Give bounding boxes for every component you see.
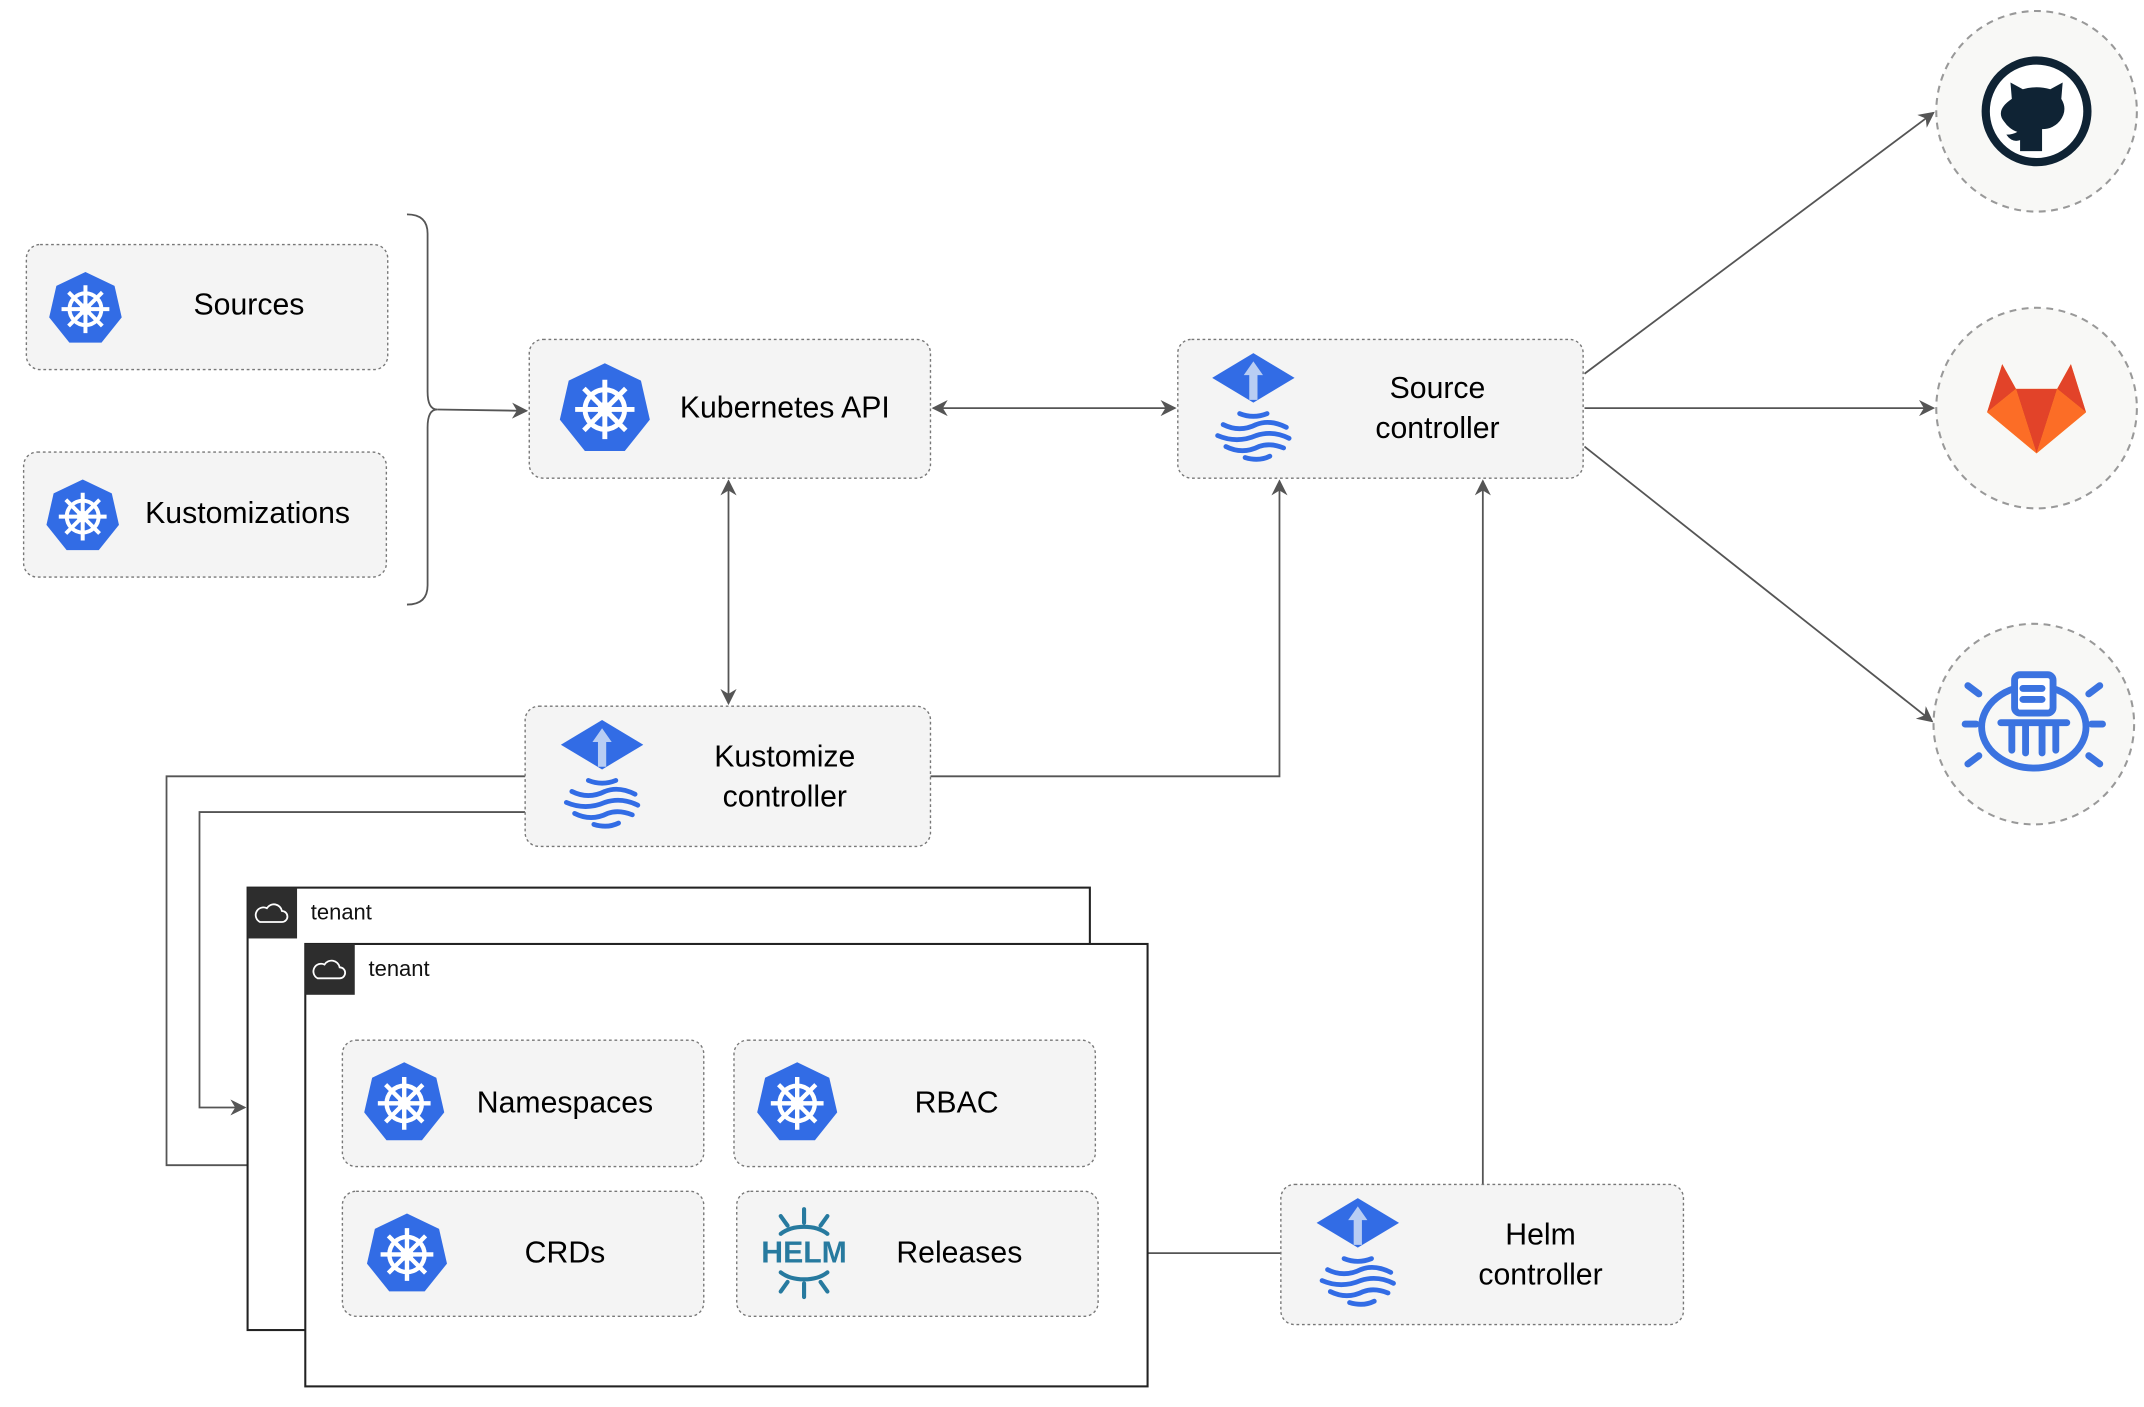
node-label-line2: controller — [1478, 1258, 1602, 1291]
node-kubernetes-api[interactable]: Kubernetes API — [528, 338, 932, 479]
helm-icon: HELM — [761, 1207, 847, 1300]
edge-kustomize-tenant-front — [165, 775, 526, 1174]
node-source-controller[interactable]: Source controller — [1177, 338, 1584, 479]
node-kustomize-controller[interactable]: Kustomize controller — [524, 705, 932, 848]
edge-kustomize-source — [930, 479, 1288, 778]
node-label: CRDs — [525, 1236, 606, 1269]
node-label-line1: Helm — [1505, 1219, 1576, 1252]
node-rbac[interactable]: RBAC — [733, 1039, 1097, 1168]
edge-source-helmrepo — [1583, 445, 1934, 723]
edge-resources-to-api — [437, 402, 529, 419]
grouping-brace — [406, 213, 438, 606]
github-source[interactable] — [1935, 9, 2138, 213]
node-namespaces[interactable]: Namespaces — [341, 1039, 705, 1168]
helm-repository-icon — [1961, 671, 2106, 772]
node-label-line1: Kustomize — [714, 740, 855, 773]
helm-logo-text: HELM — [761, 1236, 847, 1269]
cloud-icon — [254, 903, 289, 923]
github-icon — [1981, 56, 2092, 167]
node-label-line2: controller — [723, 780, 847, 813]
node-releases[interactable]: HELM Releases — [736, 1190, 1099, 1318]
node-label: Releases — [896, 1236, 1022, 1269]
node-label-line2: controller — [1375, 412, 1499, 445]
node-sources[interactable]: Sources — [25, 243, 389, 371]
tenant-label: tenant — [369, 956, 430, 981]
node-label: Namespaces — [477, 1087, 653, 1120]
node-kustomizations[interactable]: Kustomizations — [22, 451, 388, 578]
node-label: Kubernetes API — [680, 391, 890, 424]
gitlab-icon — [1987, 364, 2087, 454]
node-label: RBAC — [915, 1087, 999, 1120]
node-crds[interactable]: CRDs — [341, 1190, 705, 1318]
cloud-icon — [312, 959, 346, 980]
node-label-line1: Source — [1390, 372, 1486, 405]
node-label: Kustomizations — [145, 497, 350, 530]
node-helm-controller[interactable]: Helm controller — [1280, 1183, 1685, 1326]
tenant-label: tenant — [311, 900, 372, 925]
helm-repository-source[interactable] — [1932, 622, 2136, 826]
gitlab-source[interactable] — [1935, 306, 2138, 510]
node-label: Sources — [194, 288, 305, 321]
edge-kustomize-tenant-back — [198, 811, 526, 1116]
edge-source-github — [1583, 111, 1935, 375]
